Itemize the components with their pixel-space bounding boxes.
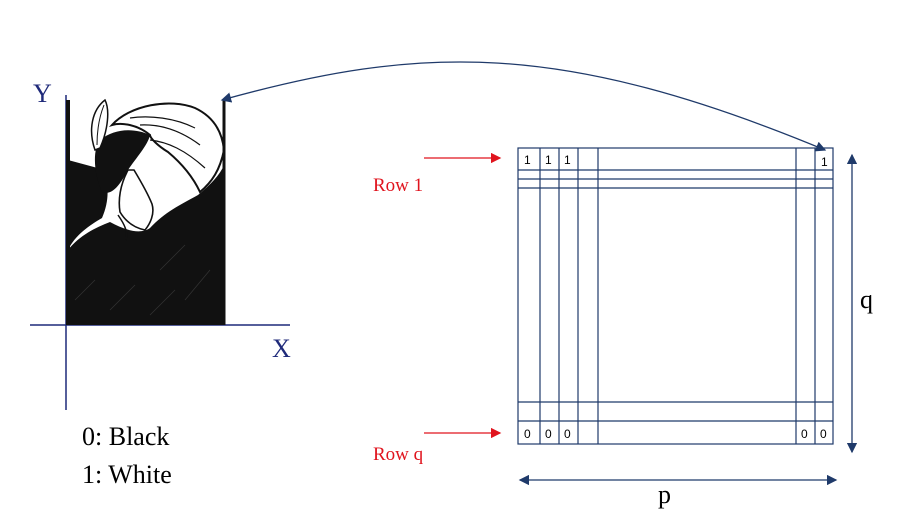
- cell-value: 1: [524, 153, 531, 167]
- cell-value: 1: [545, 153, 552, 167]
- row-1-label: Row 1: [373, 175, 423, 196]
- mapping-arrow: [220, 61, 827, 152]
- matrix-border: [517, 147, 834, 445]
- y-axis-label: Y: [33, 79, 52, 108]
- pixel-matrix: [517, 147, 834, 445]
- cell-value: 1: [821, 155, 828, 169]
- width-label: p: [658, 480, 671, 509]
- cell-value: 0: [564, 427, 571, 441]
- cell-value: 0: [820, 427, 827, 441]
- old-woman-young-woman-illusion-icon: [66, 98, 226, 325]
- cell-value: 1: [564, 153, 571, 167]
- legend-black: 0: Black: [82, 422, 169, 451]
- row-q-label: Row q: [373, 444, 424, 465]
- legend-white: 1: White: [82, 460, 172, 489]
- x-axis-label: X: [272, 334, 291, 363]
- cell-value: 0: [524, 427, 531, 441]
- cell-value: 0: [545, 427, 552, 441]
- cell-value: 0: [801, 427, 808, 441]
- height-label: q: [860, 285, 873, 314]
